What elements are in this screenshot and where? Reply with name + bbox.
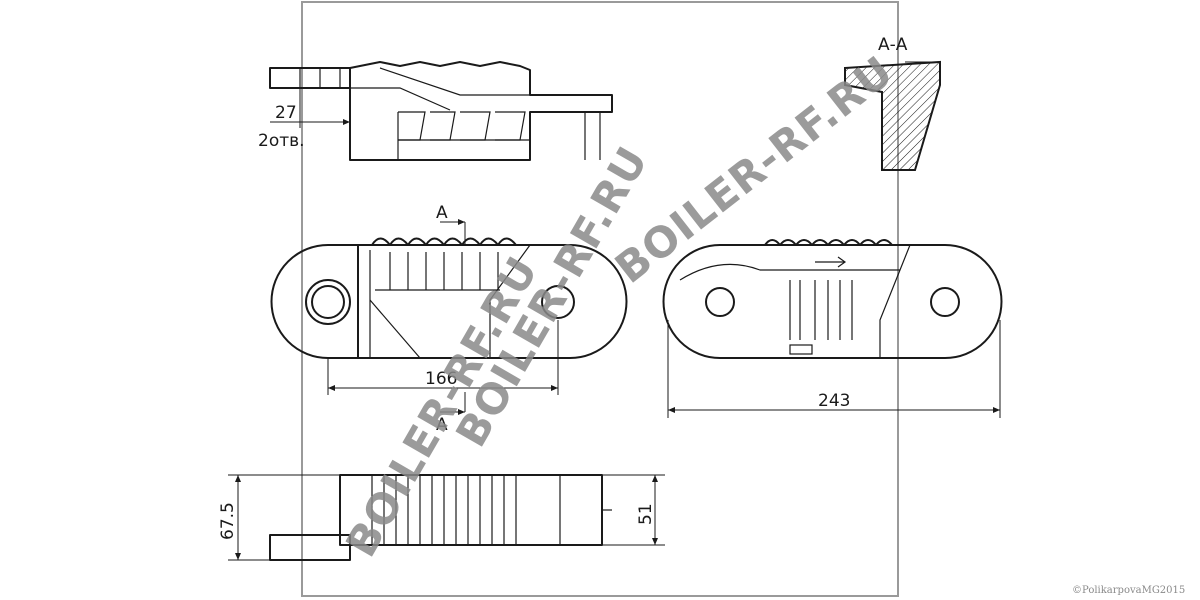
holes-label: 2отв. [258,131,305,151]
section-mark-bottom: А [436,415,448,435]
rear-view [662,239,1003,418]
watermark-frame [301,1,899,597]
dim-243-label: 243 [818,391,850,411]
bottom-view [228,474,665,561]
section-title: А-А [878,35,908,55]
dim-51-label: 51 [636,503,656,525]
dim-67-5-label: 67.5 [218,502,238,540]
section-a-a [844,60,941,171]
copyright-notice: ©PolikarpovaMG2015 [1072,585,1185,596]
dim-27-label: 27 [275,103,297,123]
dim-166-label: 166 [425,369,457,389]
front-view [270,219,628,415]
section-mark-top: А [436,203,448,223]
top-view [269,61,613,161]
